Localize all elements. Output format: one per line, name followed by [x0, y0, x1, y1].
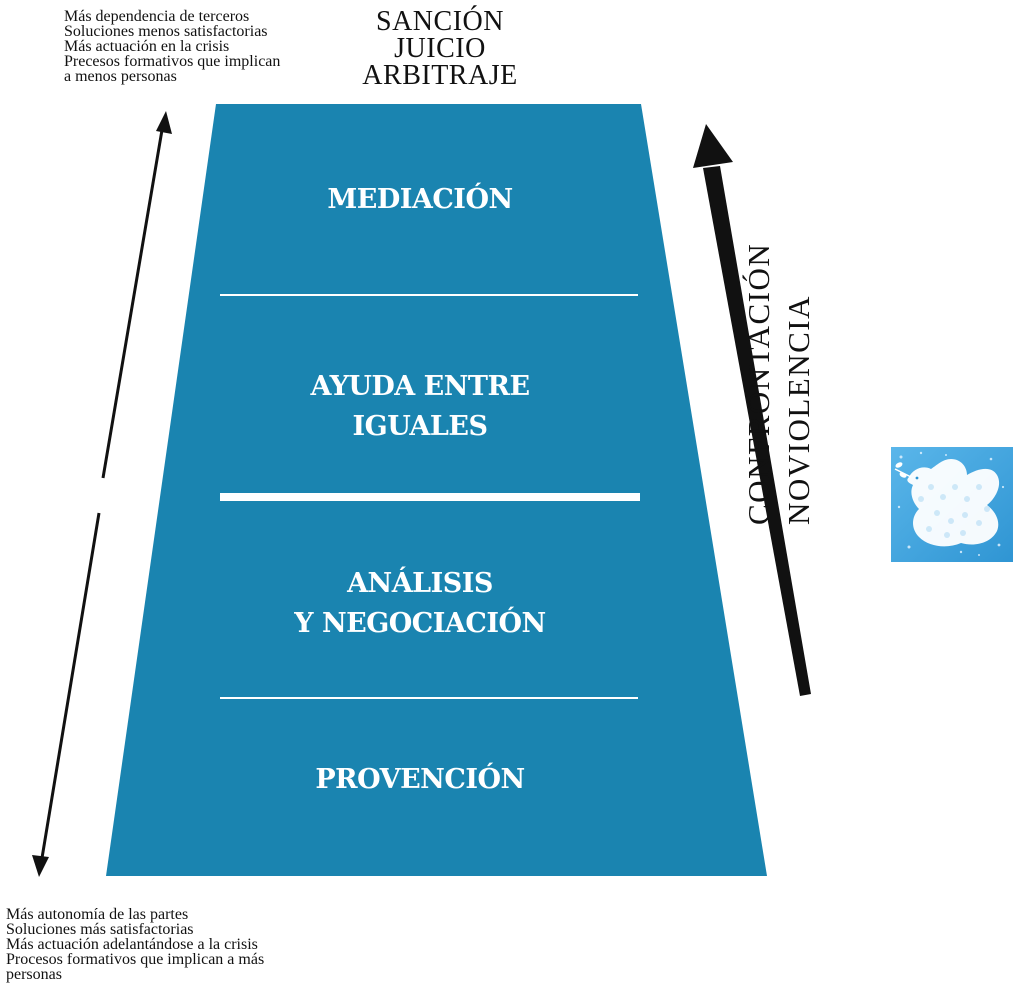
- arrow-up-head-icon: [156, 111, 172, 134]
- top-note-line: a menos personas: [64, 68, 177, 85]
- pyramid-trapezoid: [106, 104, 767, 876]
- side-label-line: NOVIOLENCIA: [781, 294, 816, 525]
- top-note-line: Más dependencia de terceros: [64, 8, 250, 25]
- top-note-line: Precesos formativos que implican: [64, 53, 281, 70]
- level-label-mediacion: MEDIACIÓN: [327, 184, 513, 215]
- top-note-line: Más actuación en la crisis: [64, 38, 230, 55]
- right-thick-arrow: [693, 124, 811, 696]
- bottom-note-line: Procesos formativos que implican a más: [6, 951, 265, 968]
- left-double-arrow: [32, 111, 172, 877]
- dove-icon: [891, 447, 1013, 562]
- top-notes: Más dependencia de terceros Soluciones m…: [64, 8, 281, 85]
- level-label-provencion: PROVENCIÓN: [315, 764, 525, 795]
- level-label-ayuda-entre-iguales: AYUDA ENTRE IGUALES: [310, 371, 530, 442]
- bottom-notes: Más autonomía de las partes Soluciones m…: [6, 906, 265, 983]
- top-label-line: JUICIO: [394, 33, 486, 64]
- bottom-note-line: Más autonomía de las partes: [6, 906, 189, 923]
- bottom-note-line: personas: [6, 966, 62, 983]
- bottom-note-line: Más actuación adelantándose a la crisis: [6, 936, 258, 953]
- side-label: CONFRONTACIÓN NOVIOLENCIA: [739, 242, 829, 525]
- side-label-line: CONFRONTACIÓN: [741, 242, 776, 525]
- top-note-line: Soluciones menos satisfactorias: [64, 23, 268, 40]
- thick-arrow-head-icon: [693, 124, 733, 168]
- top-label-line: SANCIÓN: [376, 6, 504, 37]
- top-label: SANCIÓN JUICIO ARBITRAJE: [340, 6, 540, 91]
- bottom-note-line: Soluciones más satisfactorias: [6, 921, 194, 938]
- top-label-line: ARBITRAJE: [362, 60, 518, 91]
- arrow-down-head-icon: [32, 855, 49, 877]
- level-label-analisis-negociacion: ANÁLISIS Y NEGOCIACIÓN: [294, 568, 546, 639]
